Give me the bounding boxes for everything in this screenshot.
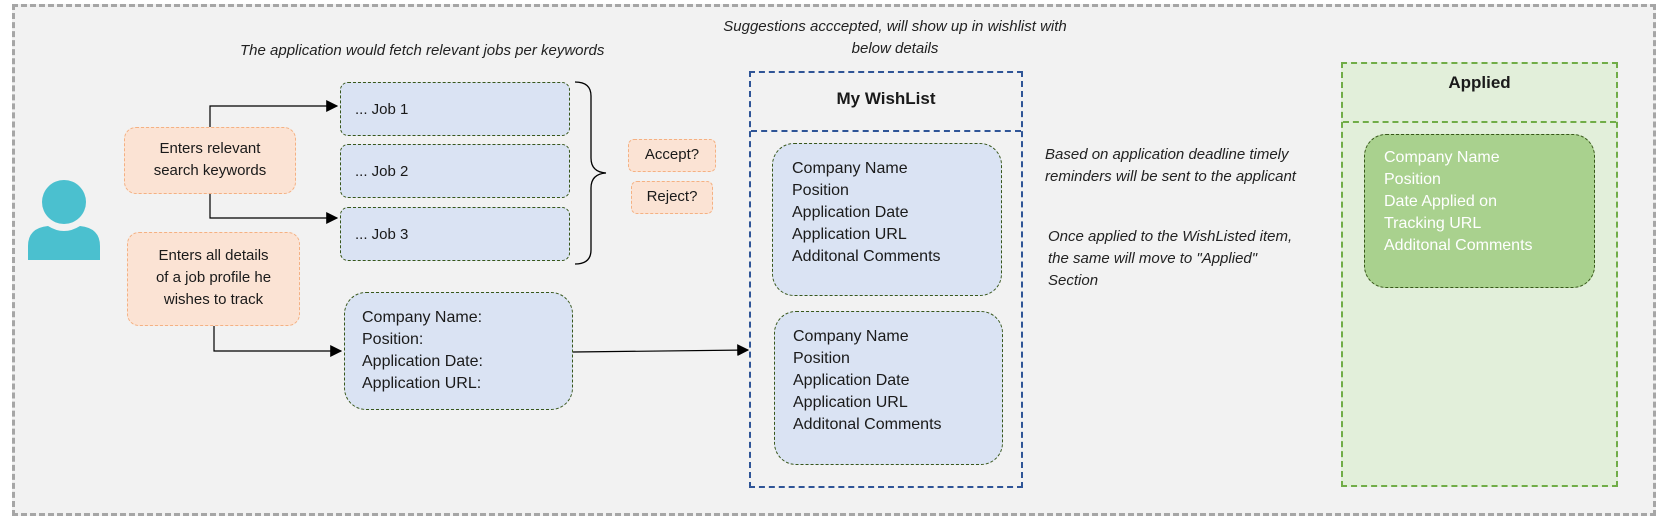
wishlist-field: Application URL (792, 226, 907, 243)
arrow-to-job-1 (209, 100, 339, 127)
applied-move-note: Once applied to the WishListed item, the… (1048, 226, 1348, 292)
url-field-label: Application URL: (362, 375, 482, 392)
fetch-note: The application would fetch relevant job… (240, 42, 605, 59)
arrow-to-wishlist (572, 344, 750, 357)
suggestions-note-line: Suggestions acccepted, will show up in w… (723, 18, 1067, 35)
wishlist-title: My WishList (751, 73, 1021, 132)
wishlist-field: Company Name (793, 328, 909, 345)
wishlist-field: Position (793, 350, 850, 367)
jobs-brace (574, 81, 607, 265)
suggestions-note-line: below details (851, 40, 939, 57)
action-line: wishes to track (163, 291, 264, 308)
applied-field: Additonal Comments (1384, 237, 1533, 254)
user-icon (28, 180, 100, 260)
suggestions-note: Suggestions acccepted, will show up in w… (690, 16, 1100, 60)
job-label: ... Job 3 (355, 225, 409, 243)
wishlist-field: Additonal Comments (792, 248, 941, 265)
wishlist-field: Application URL (793, 394, 908, 411)
wishlist-field: Position (792, 182, 849, 199)
reject-button[interactable]: Reject? (631, 181, 713, 214)
applied-card[interactable]: Company Name Position Date Applied on Tr… (1364, 134, 1595, 288)
reminders-note-line: reminders will be sent to the applicant (1045, 168, 1296, 185)
job-label: ... Job 1 (355, 100, 409, 118)
action-line: of a job profile he (155, 269, 272, 286)
applied-note-line: the same will move to "Applied" (1048, 250, 1258, 267)
action-line: Enters relevant (159, 140, 261, 157)
accept-button[interactable]: Accept? (628, 139, 716, 172)
wishlist-field: Additonal Comments (793, 416, 942, 433)
search-keywords-action: Enters relevant search keywords (124, 127, 296, 194)
applied-title: Applied (1343, 64, 1616, 123)
date-field-label: Application Date: (362, 353, 483, 370)
action-line: Enters all details (158, 247, 269, 264)
applied-note-line: Section (1048, 272, 1099, 289)
applied-field: Tracking URL (1384, 215, 1482, 232)
job-item-2[interactable]: ... Job 2 (340, 144, 570, 198)
applied-note-line: Once applied to the WishListed item, (1048, 228, 1293, 245)
arrow-to-job-3 (209, 194, 339, 224)
applied-field: Position (1384, 171, 1441, 188)
company-field-label: Company Name: (362, 309, 483, 326)
job-entry-form[interactable]: Company Name: Position: Application Date… (344, 292, 573, 410)
applied-field: Company Name (1384, 149, 1500, 166)
position-field-label: Position: (362, 331, 424, 348)
applied-field: Date Applied on (1384, 193, 1497, 210)
wishlist-card-2[interactable]: Company Name Position Application Date A… (774, 311, 1003, 465)
wishlist-field: Company Name (792, 160, 908, 177)
job-item-3[interactable]: ... Job 3 (340, 207, 570, 261)
job-item-1[interactable]: ... Job 1 (340, 82, 570, 136)
wishlist-field: Application Date (792, 204, 909, 221)
enter-details-action: Enters all details of a job profile he w… (127, 232, 300, 326)
reminders-note: Based on application deadline timely rem… (1045, 144, 1345, 188)
job-label: ... Job 2 (355, 162, 409, 180)
wishlist-card-1[interactable]: Company Name Position Application Date A… (772, 143, 1002, 296)
wishlist-field: Application Date (793, 372, 910, 389)
reminders-note-line: Based on application deadline timely (1045, 146, 1289, 163)
arrow-to-entry-form (213, 326, 343, 357)
action-line: search keywords (153, 162, 267, 179)
